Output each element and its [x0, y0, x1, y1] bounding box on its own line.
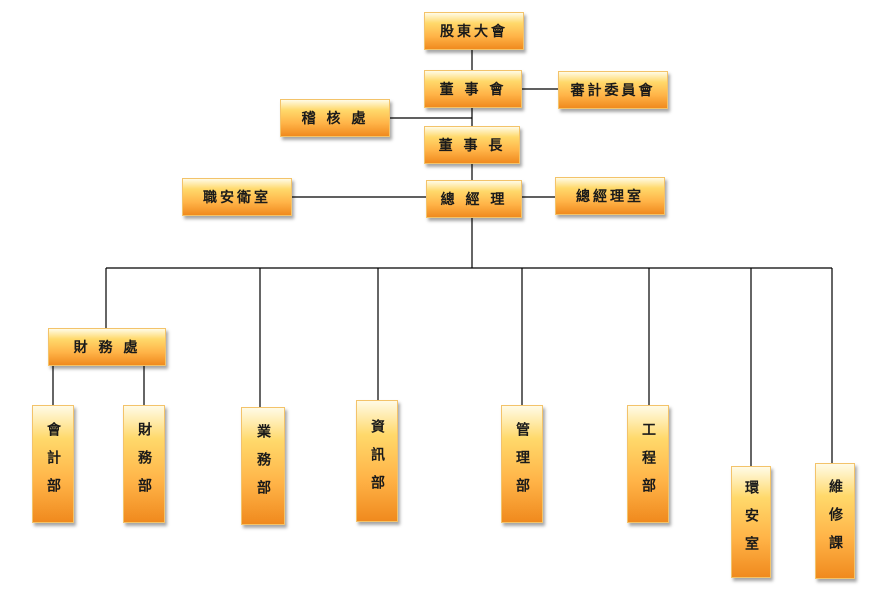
board-of-directors-box: 董 事 會 — [424, 70, 522, 108]
finance-division-box: 財 務 處 — [48, 328, 166, 366]
engineering-dept-box: 工程部 — [627, 405, 669, 523]
it-dept-box: 資訊部 — [356, 400, 398, 522]
env-safety-office-box: 環安室 — [731, 466, 771, 578]
chairman-box: 董 事 長 — [424, 126, 520, 164]
maintenance-section-box: 維修課 — [815, 463, 855, 579]
safety-health-office-box: 職安衛室 — [182, 178, 292, 216]
audit-committee-box: 審計委員會 — [558, 71, 668, 109]
shareholders-meeting-box: 股東大會 — [424, 12, 524, 50]
accounting-dept-box: 會計部 — [32, 405, 74, 523]
management-dept-box: 管理部 — [501, 405, 543, 523]
president-office-box: 總經理室 — [555, 177, 665, 215]
finance-dept-box: 財務部 — [123, 405, 165, 523]
president-box: 總 經 理 — [426, 180, 522, 218]
audit-office-box: 稽 核 處 — [280, 99, 390, 137]
business-dept-box: 業務部 — [241, 407, 285, 525]
